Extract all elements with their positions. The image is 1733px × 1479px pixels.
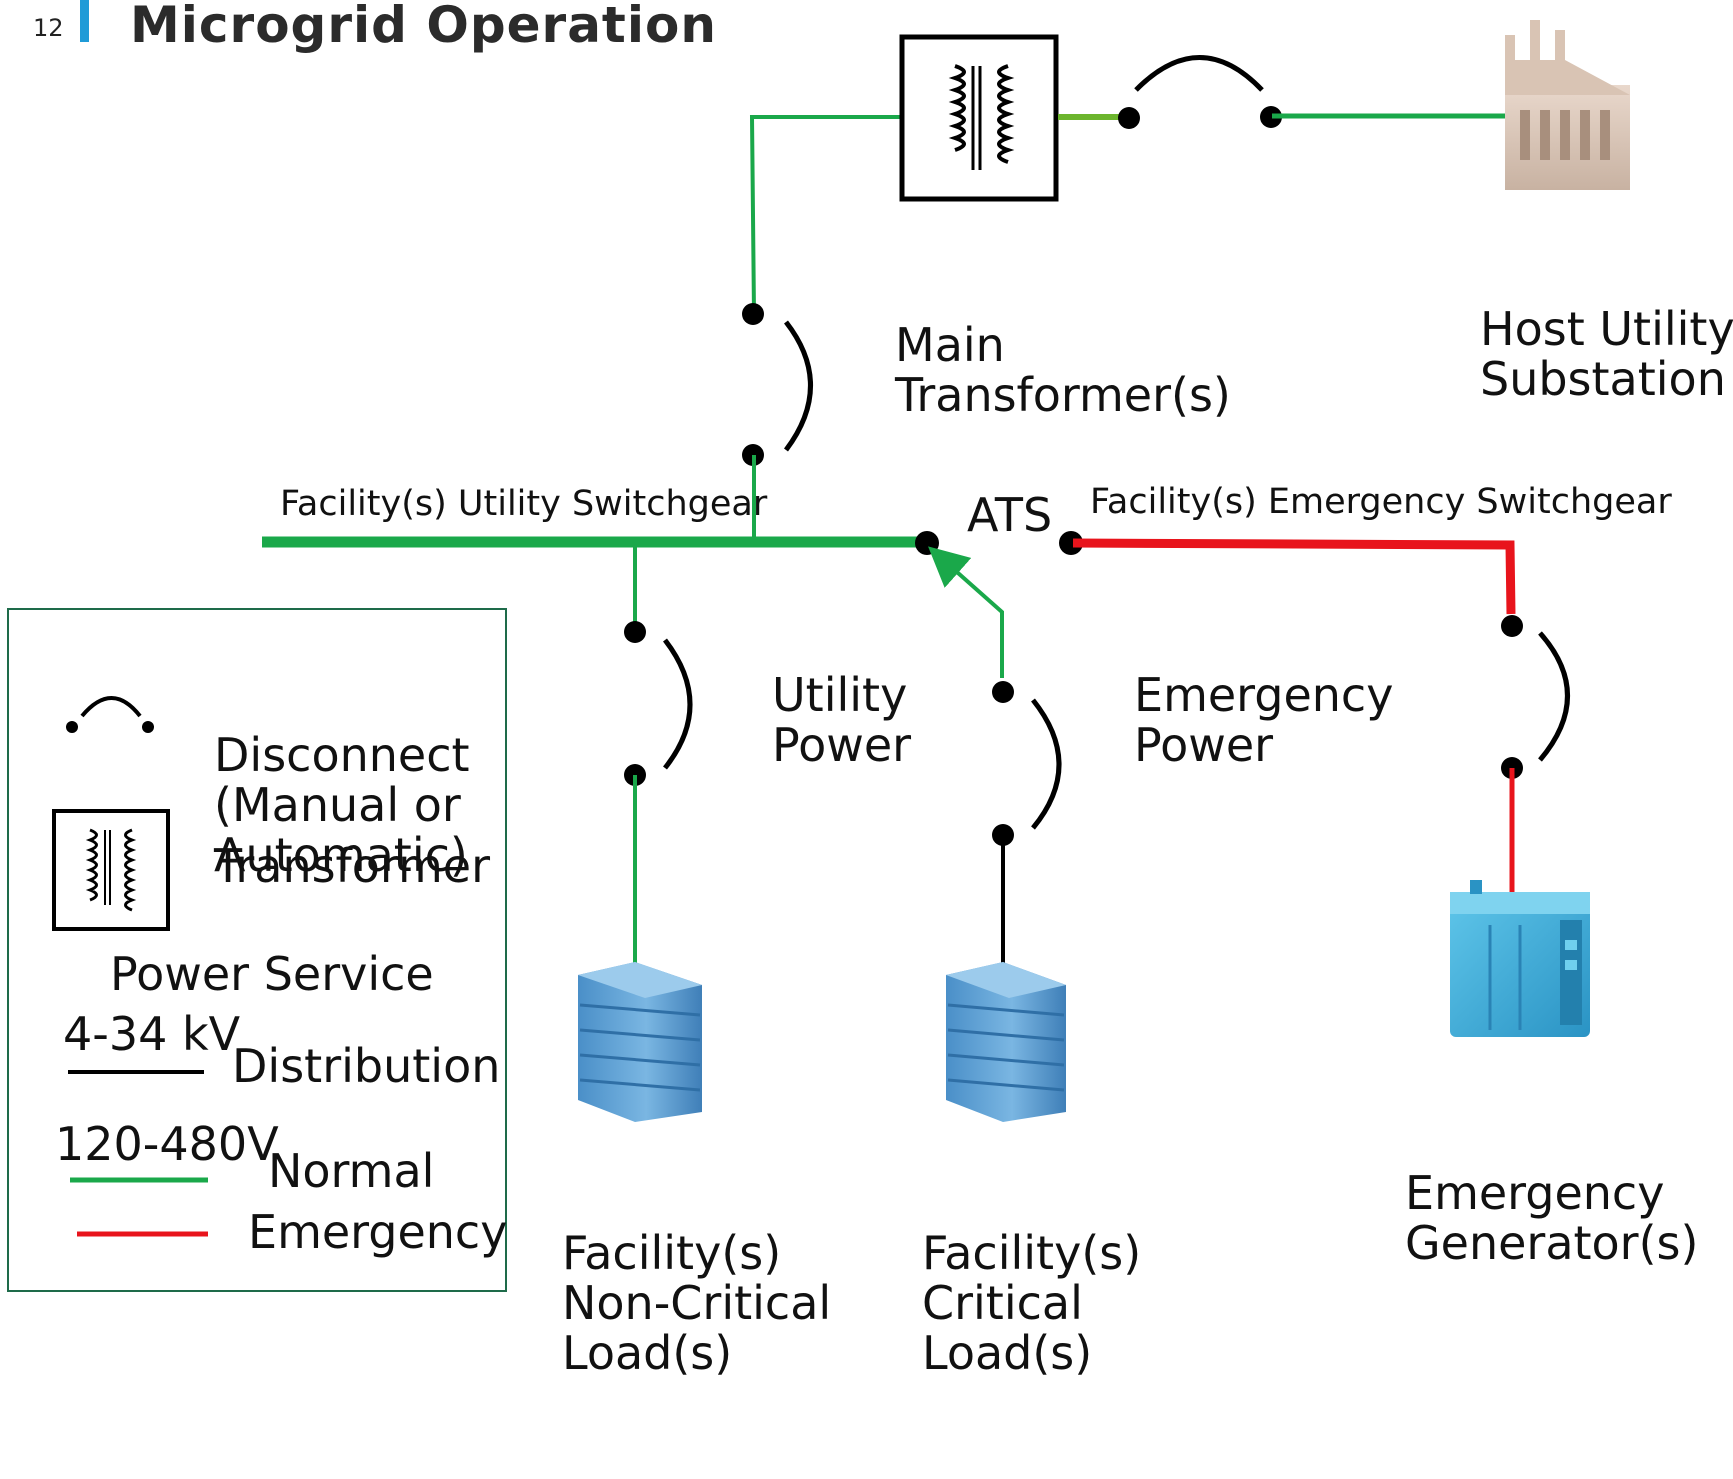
legend-power-service-label: Power Service [110,947,434,1001]
legend-distribution-label: Distribution [232,1039,501,1093]
main-transformer-symbol [899,34,1059,202]
legend-distribution-voltage: 4-34 kV [63,1007,241,1061]
ats-label: ATS [967,488,1053,542]
feeder-transformer-to-switchgear [749,115,900,315]
disconnect-terminal [742,303,764,325]
emergency-generator-icon [1450,880,1590,1037]
critical-load-building-icon [946,962,1066,1122]
legend-emergency-label: Emergency [248,1205,508,1259]
legend-disconnect-symbol [66,696,154,733]
disconnect-arc [1134,55,1264,92]
legend-transformer-symbol [52,809,170,931]
utility-power-arrow [928,546,1004,678]
disconnect-arc [1031,698,1062,830]
non-critical-load-building-icon [578,962,702,1122]
utility-switchgear-label: Facility(s) Utility Switchgear [280,484,768,524]
legend-normal-label: Normal [268,1144,435,1198]
legend-normal-voltage: 120-480V [55,1117,279,1171]
one-line-diagram [52,20,1630,1237]
legend-transformer-label: Transformer [214,839,491,893]
emergency-switchgear-label: Facility(s) Emergency Switchgear [1090,482,1672,522]
ats-emergency-contact [1059,531,1083,555]
disconnect-arc [784,320,813,452]
title-accent-bar [80,0,89,42]
ats-utility-contact [915,531,939,555]
page-number: 12 [33,14,64,42]
microgrid-diagram: 12 Microgrid Operation [7,0,1733,1377]
disconnect-arc [663,638,693,770]
emergency-switchgear-bus [1072,538,1516,615]
host-utility-substation-icon [1505,20,1630,190]
legend-box [7,608,507,1292]
disconnect-arc [1538,631,1570,762]
page-title: Microgrid Operation [130,0,717,54]
